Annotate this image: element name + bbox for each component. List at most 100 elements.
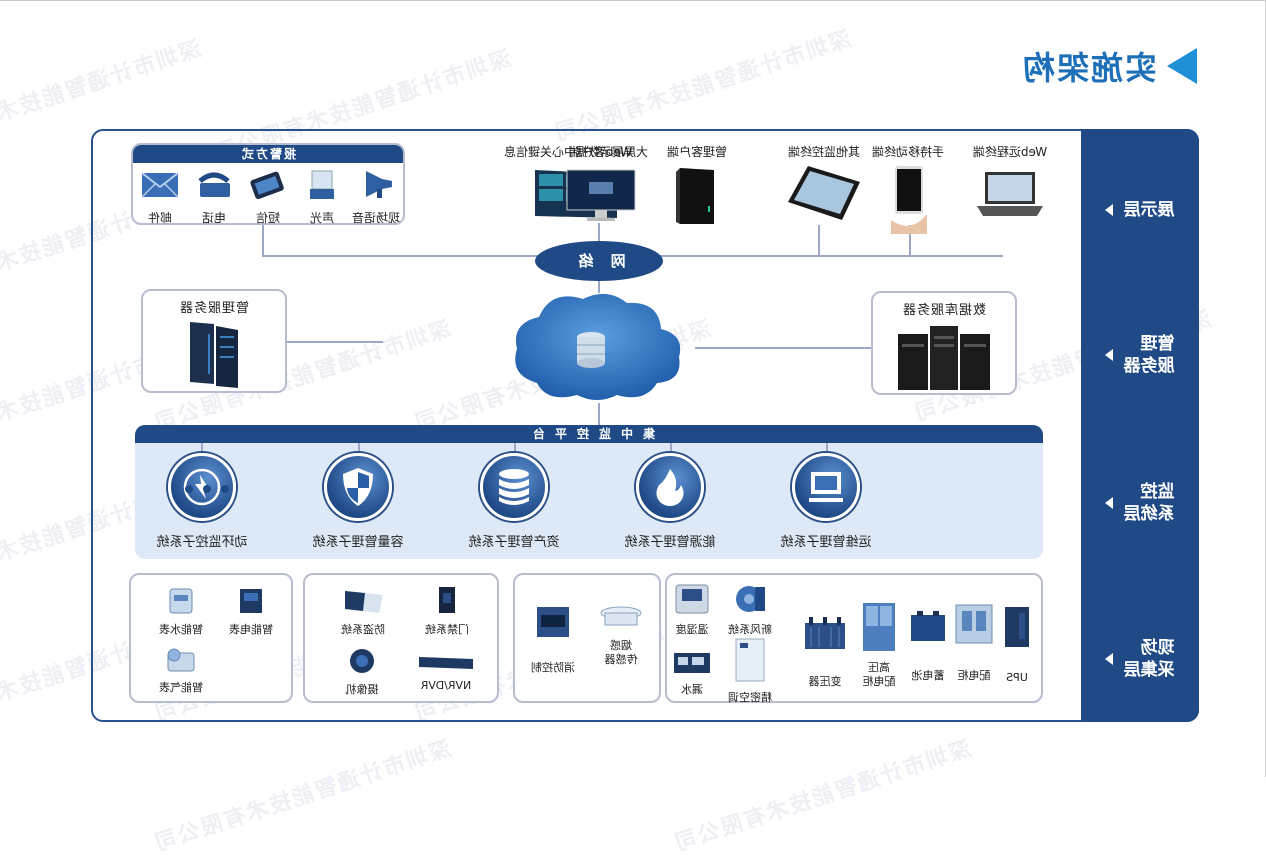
database-cluster-icon — [577, 332, 605, 368]
telephone-icon — [198, 172, 230, 197]
cloud-icon — [515, 293, 681, 400]
alarm-item: 短信 — [243, 169, 293, 226]
security-devices-panel: 防盗系统 门禁系统 摄像机 NVR/DVR — [303, 573, 499, 703]
arrow-right-icon — [1105, 497, 1114, 509]
device-item: 漏水 — [669, 651, 715, 697]
watermark: 深圳市计通智能技术有限公司 — [150, 736, 455, 857]
subsystem-power-env: 动环监控子系统 — [127, 453, 277, 550]
connector-line — [695, 347, 871, 349]
mail-icon — [141, 172, 179, 198]
layer-sidebar: 展示层 管理服务器 监控系统层 现场采集层 — [1081, 129, 1199, 722]
terminal-management-client: 管理客户端 — [657, 143, 737, 230]
alarm-methods-title: 报警方式 — [133, 145, 403, 163]
arrow-right-icon — [1105, 204, 1114, 216]
device-item: 温湿度 — [671, 583, 713, 637]
device-item: 摄像机 — [337, 647, 387, 697]
monitor-icon — [566, 169, 636, 221]
tower-servers-icon — [898, 326, 990, 390]
device-item: 变压器 — [799, 615, 851, 689]
arrow-right-icon — [1105, 349, 1114, 361]
subsystem-capacity: 容量管理子系统 — [283, 453, 433, 550]
monitoring-platform-title: 集中监控平台 — [135, 425, 1043, 443]
speaker-horn-icon — [366, 171, 392, 198]
device-item: 配电柜 — [951, 603, 997, 683]
terminal-other-monitor: 其他监控终端 — [779, 143, 869, 226]
connector-line — [262, 225, 264, 257]
device-item: 消防控制 — [523, 605, 583, 675]
alarm-item: 声光 — [297, 169, 347, 226]
alarm-item: 邮件 — [135, 169, 185, 226]
page-title-group: 实施架构 — [1021, 43, 1197, 89]
dome-camera-icon — [350, 649, 374, 673]
desktop-tower-icon — [676, 168, 714, 224]
smoke-sensor-icon — [600, 606, 642, 626]
database-icon — [499, 469, 529, 505]
siren-light-icon — [310, 170, 334, 199]
device-item: 智能气表 — [151, 647, 211, 695]
database-server-title: 数据库服务器 — [902, 303, 987, 318]
alarm-item: 电话 — [189, 169, 239, 226]
management-server-panel: 管理服务器 — [141, 289, 287, 393]
phone-sms-icon — [250, 171, 284, 200]
management-server-title: 管理服务器 — [179, 301, 250, 316]
terminal-handheld: 手持移动终端 — [863, 143, 953, 238]
precision-ac-icon — [735, 638, 765, 682]
hv-cabinet-icon — [863, 603, 895, 651]
flame-icon — [656, 469, 684, 506]
device-item: NVR/DVR — [411, 655, 481, 693]
tablet-icon — [788, 166, 860, 220]
alarm-methods-panel: 报警方式 现场语音 声光 短信 电话 邮件 — [131, 143, 405, 225]
connector-line — [598, 403, 600, 427]
water-leak-detector-icon — [674, 653, 710, 673]
terminal-web-remote: Web远程终端 — [965, 143, 1055, 226]
layer-label-monitoring: 监控系统层 — [1081, 481, 1199, 525]
gas-meter-icon — [167, 648, 195, 672]
device-item: UPS — [997, 605, 1037, 685]
device-item: 精密空调 — [723, 637, 777, 705]
alarm-item: 现场语音 — [351, 169, 401, 226]
device-item: 门禁系统 — [417, 585, 477, 637]
fire-devices-panel: 烟感 传感器 消防控制 — [513, 573, 661, 703]
power-environment-devices-panel: 温湿度 新风系统 漏水 精密空调 变压器 高压 配电柜 蓄电池 配电柜 — [665, 573, 1043, 705]
nvr-icon — [419, 657, 473, 669]
smartphone-icon — [891, 166, 927, 234]
connector-line — [818, 225, 820, 257]
ups-icon — [1005, 607, 1029, 647]
watermark: 深圳市计通智能技术有限公司 — [670, 736, 975, 857]
title-triangle-icon — [1167, 48, 1197, 84]
layer-label-display: 展示层 — [1081, 199, 1199, 221]
layer-label-management: 管理服务器 — [1081, 333, 1199, 377]
terminal-web-client-box: Web客户端 — [563, 143, 639, 230]
battery-icon — [911, 611, 945, 641]
device-item: 高压 配电柜 — [857, 601, 901, 689]
computer-icon — [809, 472, 843, 502]
laptop-icon — [977, 172, 1043, 216]
arrow-right-icon — [1105, 653, 1114, 665]
device-item: 烟感 传感器 — [593, 605, 649, 667]
device-item: 智能水表 — [151, 587, 211, 637]
more-subsystems-ellipsis — [185, 485, 229, 493]
device-item: 新风系统 — [723, 583, 777, 637]
thermo-hygrometer-icon — [675, 584, 709, 614]
shield-icon — [343, 468, 373, 506]
subsystem-asset: 资产管理子系统 — [439, 453, 589, 550]
fresh-air-fan-icon — [736, 586, 765, 612]
water-meter-icon — [169, 588, 193, 614]
page-title: 实施架构 — [1020, 49, 1157, 87]
database-server-panel: 数据库服务器 — [871, 291, 1017, 395]
bullet-camera-icon — [345, 591, 383, 613]
layer-label-collection: 现场采集层 — [1081, 637, 1199, 681]
rack-server-icon — [190, 322, 238, 388]
device-item: 智能电表 — [221, 587, 281, 637]
subsystem-operations: 运维管理子系统 — [751, 453, 901, 550]
electric-meter-icon — [240, 589, 262, 613]
transformer-icon — [805, 617, 845, 649]
distribution-cabinet-icon — [955, 604, 993, 644]
smart-meters-panel: 智能水表 智能电表 智能气表 — [129, 573, 293, 703]
network-node: 网 络 — [535, 241, 663, 281]
subsystem-energy: 能源管理子系统 — [595, 453, 745, 550]
access-control-icon — [439, 587, 455, 613]
device-item: 蓄电池 — [905, 609, 951, 683]
connector-line — [287, 341, 383, 343]
